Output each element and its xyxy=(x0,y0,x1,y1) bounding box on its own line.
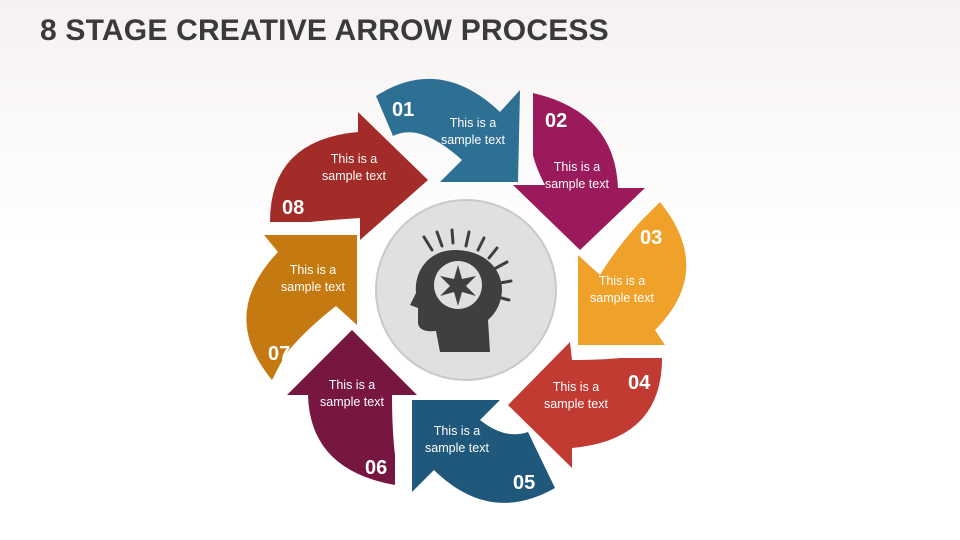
stage-01: 01 This is a sample text xyxy=(376,78,520,182)
stage-05-arrow xyxy=(412,400,555,503)
stage-08-text-line2: sample text xyxy=(322,169,386,183)
stage-03-number: 03 xyxy=(640,227,662,249)
stage-07-number: 07 xyxy=(268,343,290,365)
stage-01-text-line1: This is a xyxy=(450,116,497,130)
stage-02: 02 This is a sample text xyxy=(513,93,645,250)
stage-08-arrow xyxy=(270,112,428,240)
stage-04: 04 This is a sample text xyxy=(508,342,662,468)
stage-03-arrow xyxy=(578,202,687,345)
page-title: 8 STAGE CREATIVE ARROW PROCESS xyxy=(40,14,609,47)
stage-04-arrow xyxy=(508,342,662,468)
stage-06-number: 06 xyxy=(365,457,387,479)
stage-07: 07 This is a sample text xyxy=(246,235,357,380)
head-with-idea-burst-icon xyxy=(410,228,513,352)
stage-04-text-line2: sample text xyxy=(544,397,608,411)
stage-02-number: 02 xyxy=(545,110,567,132)
stage-03-text-line1: This is a xyxy=(599,274,646,288)
stage-06-text-line1: This is a xyxy=(329,378,376,392)
stage-07-arrow xyxy=(246,235,357,380)
stage-05-text-line2: sample text xyxy=(425,441,489,455)
stage-03: 03 This is a sample text xyxy=(578,202,687,345)
stage-07-text-line2: sample text xyxy=(281,280,345,294)
stage-03-text-line2: sample text xyxy=(590,291,654,305)
stage-04-text-line1: This is a xyxy=(553,380,600,394)
stage-01-text-line2: sample text xyxy=(441,133,505,147)
stage-02-arrow xyxy=(513,93,645,250)
stage-01-number: 01 xyxy=(392,99,414,121)
center-circle xyxy=(375,199,557,381)
stage-08: 08 This is a sample text xyxy=(270,112,428,240)
stage-04-number: 04 xyxy=(628,372,651,394)
stage-08-text-line1: This is a xyxy=(331,152,378,166)
stage-05-text-line1: This is a xyxy=(434,424,481,438)
stage-05: 05 This is a sample text xyxy=(412,400,555,503)
stage-01-arrow xyxy=(376,78,520,182)
stage-05-number: 05 xyxy=(513,472,535,494)
stage-02-text-line1: This is a xyxy=(554,160,601,174)
stage-02-text-line2: sample text xyxy=(545,177,609,191)
stage-06: 06 This is a sample text xyxy=(287,330,417,485)
stage-07-text-line1: This is a xyxy=(290,263,337,277)
stage-06-text-line2: sample text xyxy=(320,395,384,409)
stage-06-arrow xyxy=(287,330,417,485)
stage-08-number: 08 xyxy=(282,197,304,219)
